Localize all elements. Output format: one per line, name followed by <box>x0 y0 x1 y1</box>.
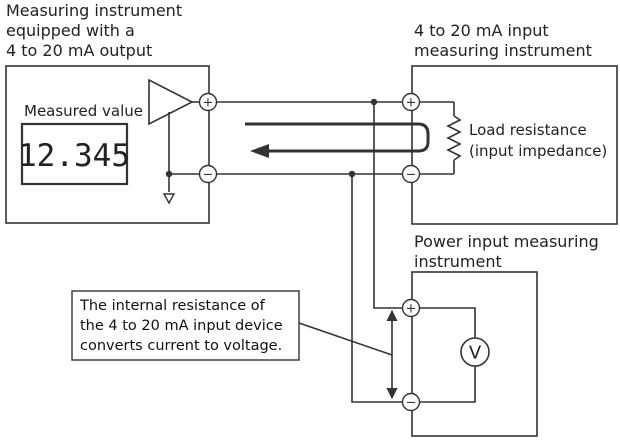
current-flow-arrow-icon <box>245 122 430 153</box>
input-instrument: 4 to 20 mA input measuring instrument Lo… <box>401 21 618 225</box>
note-text: The internal resistance of the 4 to 20 m… <box>79 298 287 354</box>
note-callout: The internal resistance of the 4 to 20 m… <box>71 290 393 361</box>
voltmeter-icon: V <box>460 337 490 367</box>
svg-text:+: + <box>406 302 417 317</box>
svg-text:+: + <box>406 96 417 111</box>
resistor-zigzag-icon <box>446 115 462 161</box>
ground-junction-dot <box>165 170 173 178</box>
current-flow-arrowhead <box>250 144 269 158</box>
output-negative-terminal: − <box>198 164 218 184</box>
ground-arrow-icon <box>162 193 176 205</box>
positive-tap-wire <box>373 102 402 309</box>
input-instrument-box <box>411 65 618 225</box>
power-negative-terminal: − <box>401 392 421 412</box>
output-positive-terminal: + <box>198 92 218 112</box>
svg-text:−: − <box>406 396 417 411</box>
note-box <box>71 290 300 361</box>
svg-text:+: + <box>203 96 214 111</box>
measured-value-display <box>20 122 129 186</box>
input-instrument-title: 4 to 20 mA input measuring instrument <box>414 21 592 60</box>
output-instrument-title: Measuring instrument equipped with a 4 t… <box>6 1 187 60</box>
svg-text:−: − <box>406 168 417 183</box>
negative-tap-wire <box>351 174 402 403</box>
note-leader-line <box>298 322 393 356</box>
voltmeter-symbol: V <box>469 343 482 364</box>
input-positive-terminal: + <box>401 92 421 112</box>
voltmeter-top-wire <box>420 307 476 338</box>
load-resistance-label: Load resistance (input impedance) <box>469 121 607 160</box>
output-instrument: Measuring instrument equipped with a 4 t… <box>5 1 218 224</box>
amplifier-triangle-icon <box>148 78 194 126</box>
measured-value-label: Measured value <box>24 102 143 120</box>
power-positive-terminal: + <box>401 298 421 318</box>
svg-text:−: − <box>203 168 214 183</box>
power-instrument: Power input measuring instrument V + − <box>401 232 604 437</box>
display-value: 12.345 <box>18 138 130 174</box>
voltmeter-bottom-wire <box>420 366 476 403</box>
power-instrument-title: Power input measuring instrument <box>414 232 604 271</box>
input-negative-terminal: − <box>401 164 421 184</box>
